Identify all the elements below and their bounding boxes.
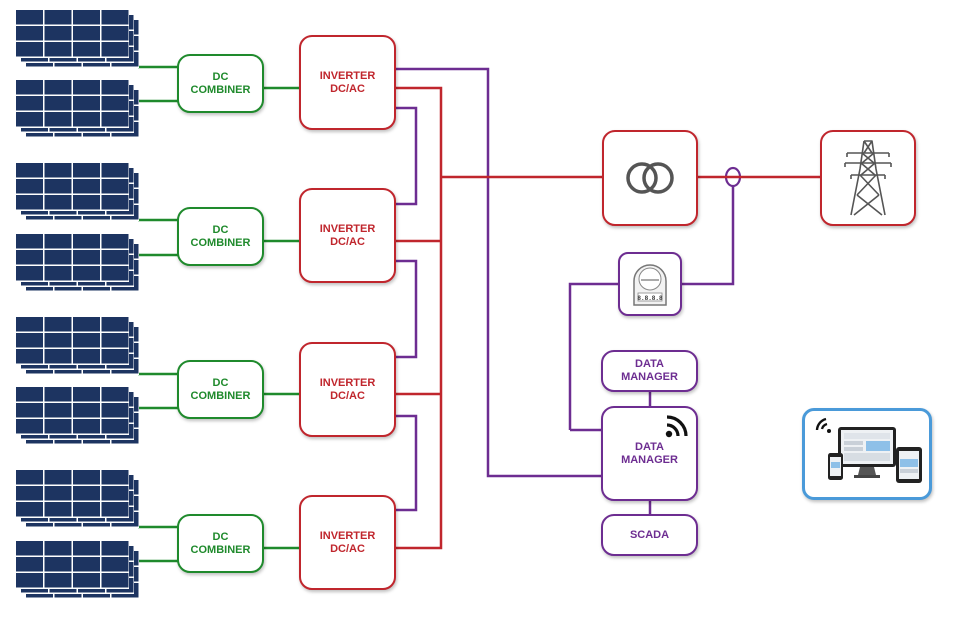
solar-panel-array-icon <box>16 541 141 601</box>
wifi-signal-icon <box>665 415 688 438</box>
inverter-label-line1: INVERTER <box>319 222 376 235</box>
data-manager-label-line2: MANAGER <box>621 453 678 466</box>
multi-device-monitoring-icon <box>815 417 922 483</box>
remote-monitoring <box>802 408 932 500</box>
scada-label: SCADA <box>629 528 670 541</box>
ac-lines <box>395 86 821 550</box>
dc-combiner-label-line1: DC <box>212 376 229 389</box>
dc-lines <box>138 65 300 563</box>
dc-combiner-label-line2: COMBINER <box>190 83 251 96</box>
energy-meter-icon: 8.8.8.8 <box>633 264 667 306</box>
data-manager-label-line1: DATA <box>635 440 664 453</box>
solar-panel-array-icon <box>16 470 141 530</box>
scada: SCADA <box>601 514 698 556</box>
inverter: INVERTER DC/AC <box>299 495 396 590</box>
data-manager-label-line2: MANAGER <box>621 371 678 383</box>
inverter-label-line2: DC/AC <box>330 82 365 95</box>
inverter: INVERTER DC/AC <box>299 35 396 130</box>
dc-combiner-label-line2: COMBINER <box>190 389 251 402</box>
dc-combiner: DC COMBINER <box>177 54 264 113</box>
inverter-label-line1: INVERTER <box>319 376 376 389</box>
power-grid <box>820 130 916 226</box>
inverter-label-line1: INVERTER <box>319 69 376 82</box>
dc-combiner-label-line2: COMBINER <box>190 236 251 249</box>
dc-combiner-label-line1: DC <box>212 223 229 236</box>
transformer-icon <box>626 162 674 194</box>
inverter: INVERTER DC/AC <box>299 342 396 437</box>
inverter-label-line2: DC/AC <box>330 389 365 402</box>
dc-combiner: DC COMBINER <box>177 360 264 419</box>
dc-combiner-label-line1: DC <box>212 70 229 83</box>
solar-panel-array-icon <box>16 234 141 294</box>
solar-panel-array-icon <box>16 80 141 140</box>
transmission-tower-icon <box>844 140 892 216</box>
data-lines <box>395 67 742 515</box>
inverter-label-line2: DC/AC <box>330 542 365 555</box>
data-manager-main: DATA MANAGER <box>601 406 698 501</box>
wifi-signal-icon <box>815 417 831 433</box>
meter-readout: 8.8.8.8 <box>637 295 663 302</box>
solar-panel-array-icon <box>16 163 141 223</box>
inverter-label-line2: DC/AC <box>330 235 365 248</box>
dc-combiner-label-line2: COMBINER <box>190 543 251 556</box>
inverter: INVERTER DC/AC <box>299 188 396 283</box>
dc-combiner-label-line1: DC <box>212 530 229 543</box>
dc-combiner: DC COMBINER <box>177 207 264 266</box>
solar-panel-array-icon <box>16 317 141 377</box>
transformer <box>602 130 698 226</box>
inverter-label-line1: INVERTER <box>319 529 376 542</box>
data-manager-label-line1: DATA <box>635 358 664 370</box>
solar-panel-array-icon <box>16 10 141 70</box>
data-manager-secondary: DATA MANAGER <box>601 350 698 392</box>
solar-panel-array-icon <box>16 387 141 447</box>
dc-combiner: DC COMBINER <box>177 514 264 573</box>
energy-meter: 8.8.8.8 <box>618 252 682 316</box>
